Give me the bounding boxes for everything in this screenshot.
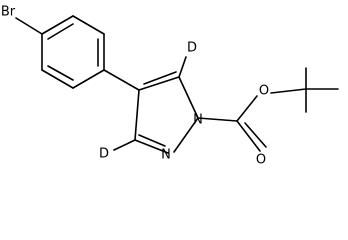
- bond-c5-n1: [178, 76, 199, 119]
- bond-n2-c3: [134, 139, 169, 154]
- ring-nitrogen-label-n1: N: [193, 113, 203, 128]
- bond-benzene-5: [41, 69, 74, 89]
- bond-c4-c5: [138, 76, 180, 91]
- chemical-structure-diagram: Br D D N N O O: [1, 5, 339, 168]
- bond-n2-c3-inner: [138, 134, 166, 147]
- atom-labels: Br D D N N O O: [1, 5, 269, 168]
- ring-nitrogen-label-n2: N: [161, 148, 171, 163]
- bond-n1-n2: [173, 117, 199, 153]
- bond-benzene-1: [41, 15, 74, 35]
- ester-oxygen-label: O: [259, 84, 269, 99]
- boc-group: [197, 67, 339, 152]
- bond-benzene-2: [72, 15, 105, 35]
- carbonyl-oxygen-label: O: [256, 153, 266, 168]
- bromophenyl-group: [15, 15, 105, 89]
- bond-c3-c4: [134, 89, 140, 141]
- deuterium-label-c5: D: [187, 41, 197, 56]
- bond-benzene-inner-1: [47, 23, 74, 40]
- bond-carbonyl-ester-oxygen: [236, 95, 258, 122]
- bond-carbonyl-oxygen-inner: [244, 122, 267, 148]
- bromine-label: Br: [1, 5, 16, 20]
- bond-aryl-pyrazole: [103, 69, 140, 91]
- bond-c3-d: [113, 139, 136, 151]
- bond-benzene-inner-3: [47, 65, 74, 81]
- bond-ester-oxygen-quaternary-carbon: [270, 88, 307, 94]
- bond-c4-c5-inner: [143, 71, 177, 85]
- bond-br-c1: [15, 17, 43, 35]
- bond-benzene-4: [72, 69, 105, 89]
- bond-n1-carbonyl-carbon: [197, 117, 238, 122]
- bond-carbonyl-oxygen: [236, 120, 261, 152]
- deuterium-label-c3: D: [99, 147, 109, 162]
- bond-c5-d: [178, 56, 187, 78]
- pyrazole-ring: [113, 56, 199, 154]
